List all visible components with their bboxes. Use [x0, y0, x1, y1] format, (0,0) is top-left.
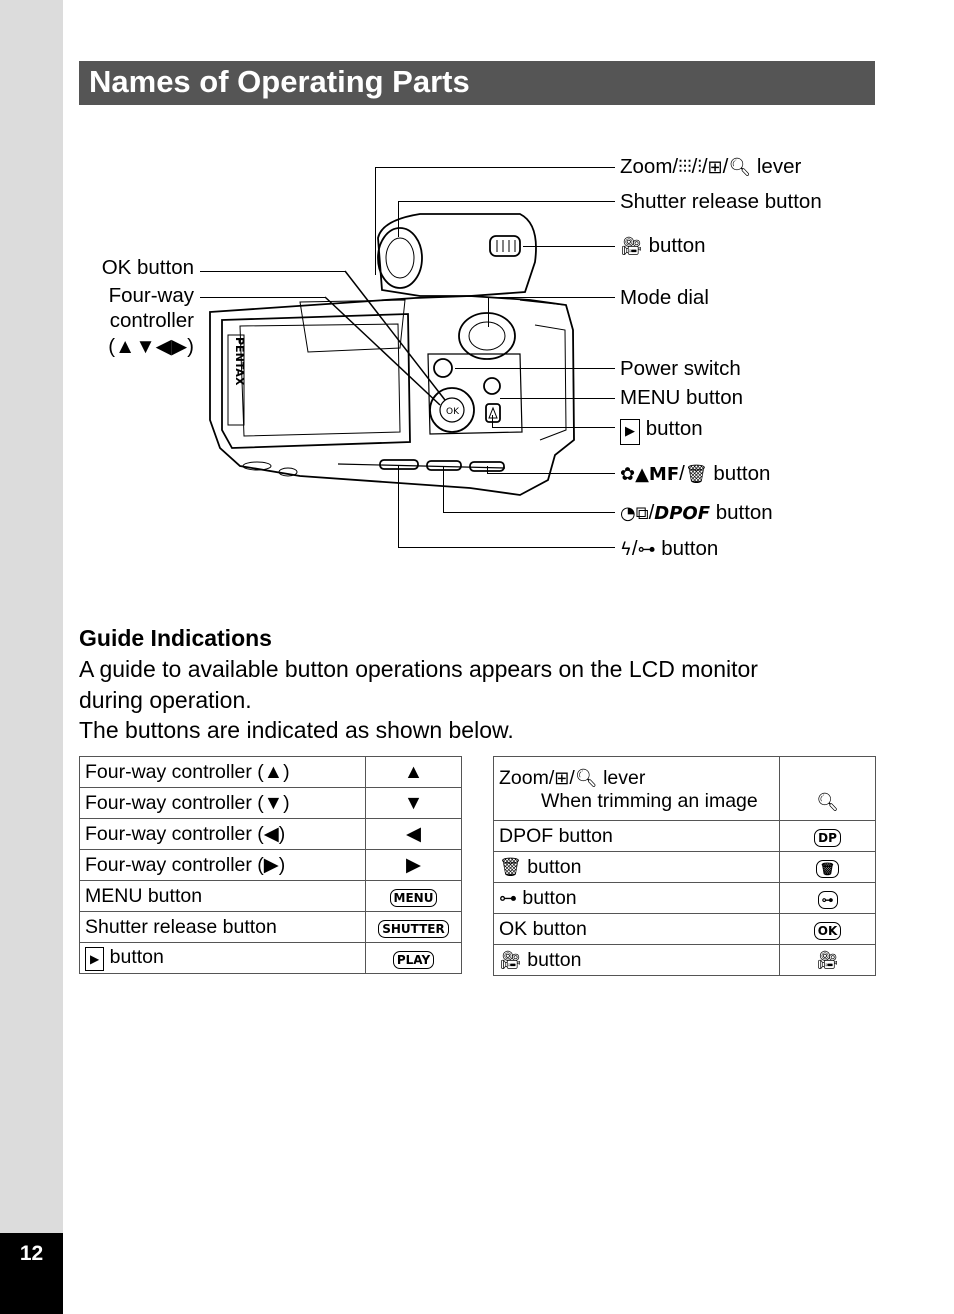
svg-text:PENTAX: PENTAX [233, 337, 246, 386]
mode-dial-label: Mode dial [620, 286, 709, 309]
play-icon: ▶ [85, 946, 105, 971]
movie-icon: 🎥︎ [499, 949, 522, 971]
play-icon: ▶ [620, 419, 640, 445]
protect-button-icon: ⊶ [817, 891, 838, 909]
dpof-icon: DPOF [654, 503, 710, 524]
focus-mode-icon: ✿▲MF [620, 464, 680, 485]
row-label: Four-way controller (◀) [79, 818, 366, 850]
row-label: button [522, 886, 577, 909]
row-label: Four-way controller (▶) [79, 849, 366, 881]
diagonal-leaders [324, 270, 446, 406]
focus-delete-label: ✿▲MF/🗑︎ button [620, 462, 771, 485]
self-timer-dpof-label: ◔⧉/DPOF button [620, 501, 773, 524]
row-icon: ◀ [365, 818, 462, 850]
zoom-lever-label: Zoom/⫶⫶⫶/⫶/⊞/🔍︎ lever [620, 155, 802, 178]
flash-protect-label: ϟ/⊶ button [620, 537, 719, 560]
guide-line-3: The buttons are indicated as shown below… [79, 717, 514, 743]
svg-text:OK: OK [446, 407, 460, 417]
row-label: Four-way controller (▼) [79, 787, 366, 819]
key-icon: ⊶ [499, 887, 517, 909]
ok-button-icon: OK [813, 922, 842, 940]
magnify-icon: 🔍︎ [816, 792, 839, 813]
table-row: Zoom/⊞/🔍︎ lever When trimming an image 🔍… [493, 756, 876, 821]
magnify-icon: 🔍︎ [574, 768, 598, 789]
table-row: ⊶ button ⊶ [493, 882, 876, 914]
page-number-tab [0, 1233, 63, 1314]
guide-line-1: A guide to available button operations a… [79, 656, 758, 682]
guide-line-2: during operation. [79, 687, 252, 713]
power-switch-label: Power switch [620, 357, 741, 380]
table-row: 🎥︎ button 🎥︎ [493, 944, 876, 976]
four-way-label-2: controller [109, 309, 194, 332]
four-way-label-1: Four-way [108, 284, 194, 307]
table-row: 🗑︎ button 🗑︎ [493, 851, 876, 883]
row-label: MENU button [79, 880, 366, 912]
wide-icon: ⫶ [697, 157, 702, 178]
trash-icon: 🗑︎ [684, 464, 708, 485]
row-label: button [527, 855, 582, 878]
table-row: Four-way controller (▲) ▲ [79, 756, 462, 788]
row-label: OK button [493, 913, 780, 945]
table-row: Four-way controller (◀) ◀ [79, 818, 462, 850]
left-guide-table: Four-way controller (▲) ▲ Four-way contr… [79, 756, 462, 974]
movie-icon: 🎥︎ [620, 236, 643, 257]
ok-button-label: OK button [101, 256, 194, 279]
camera-illustration: OK PENTAX [209, 213, 575, 496]
right-guide-table: Zoom/⊞/🔍︎ lever When trimming an image 🔍… [493, 756, 876, 976]
row-label: button [527, 948, 582, 971]
telephoto-icon: ⫶⫶⫶ [678, 157, 692, 178]
thumbnail-icon: ⊞ [707, 157, 723, 178]
page-number: 12 [19, 1242, 44, 1265]
play-button-icon: PLAY [392, 951, 435, 969]
row-icon: ▼ [365, 787, 462, 819]
flash-icon: ϟ [620, 539, 632, 560]
movie-button-label: 🎥︎ button [620, 234, 706, 257]
movie-icon: 🎥︎ [816, 949, 839, 971]
row-label: DPOF button [493, 820, 780, 852]
table-row: MENU button MENU [79, 880, 462, 912]
title-bar: Names of Operating Parts [79, 61, 875, 105]
key-icon: ⊶ [637, 539, 656, 560]
menu-button-icon: MENU [389, 889, 438, 907]
table-row: Shutter release button SHUTTER [79, 911, 462, 943]
page-title: Names of Operating Parts [89, 64, 470, 99]
magnify-icon: 🔍︎ [728, 157, 752, 178]
shutter-button-icon: SHUTTER [378, 920, 449, 938]
table-row: OK button OK [493, 913, 876, 945]
row-label: Shutter release button [79, 911, 366, 943]
table-row: Four-way controller (▶) ▶ [79, 849, 462, 881]
trash-button-icon: 🗑︎ [815, 860, 840, 878]
menu-button-label: MENU button [620, 386, 744, 409]
shutter-release-label: Shutter release button [620, 190, 822, 213]
four-way-label-3: (▲▼◀▶) [108, 335, 194, 358]
row-label: button [109, 945, 164, 968]
table-row: Four-way controller (▼) ▼ [79, 787, 462, 819]
play-button-label: ▶ button [620, 417, 703, 445]
row-label: Four-way controller (▲) [79, 756, 366, 788]
trash-icon: 🗑︎ [499, 856, 522, 878]
zoom-lever-row: Zoom/⊞/🔍︎ lever [499, 767, 646, 789]
table-row: DPOF button DP [493, 820, 876, 852]
guide-heading: Guide Indications [79, 625, 272, 651]
dpof-button-icon: DP [814, 829, 841, 847]
row-icon: ▲ [365, 756, 462, 788]
table-row: ▶ button PLAY [79, 942, 462, 974]
zoom-trimming-sub: When trimming an image [541, 790, 758, 812]
self-timer-icon: ◔⧉ [620, 503, 649, 524]
side-strip [0, 0, 63, 1314]
row-icon: ▶ [365, 849, 462, 881]
thumbnail-icon: ⊞ [554, 768, 570, 789]
